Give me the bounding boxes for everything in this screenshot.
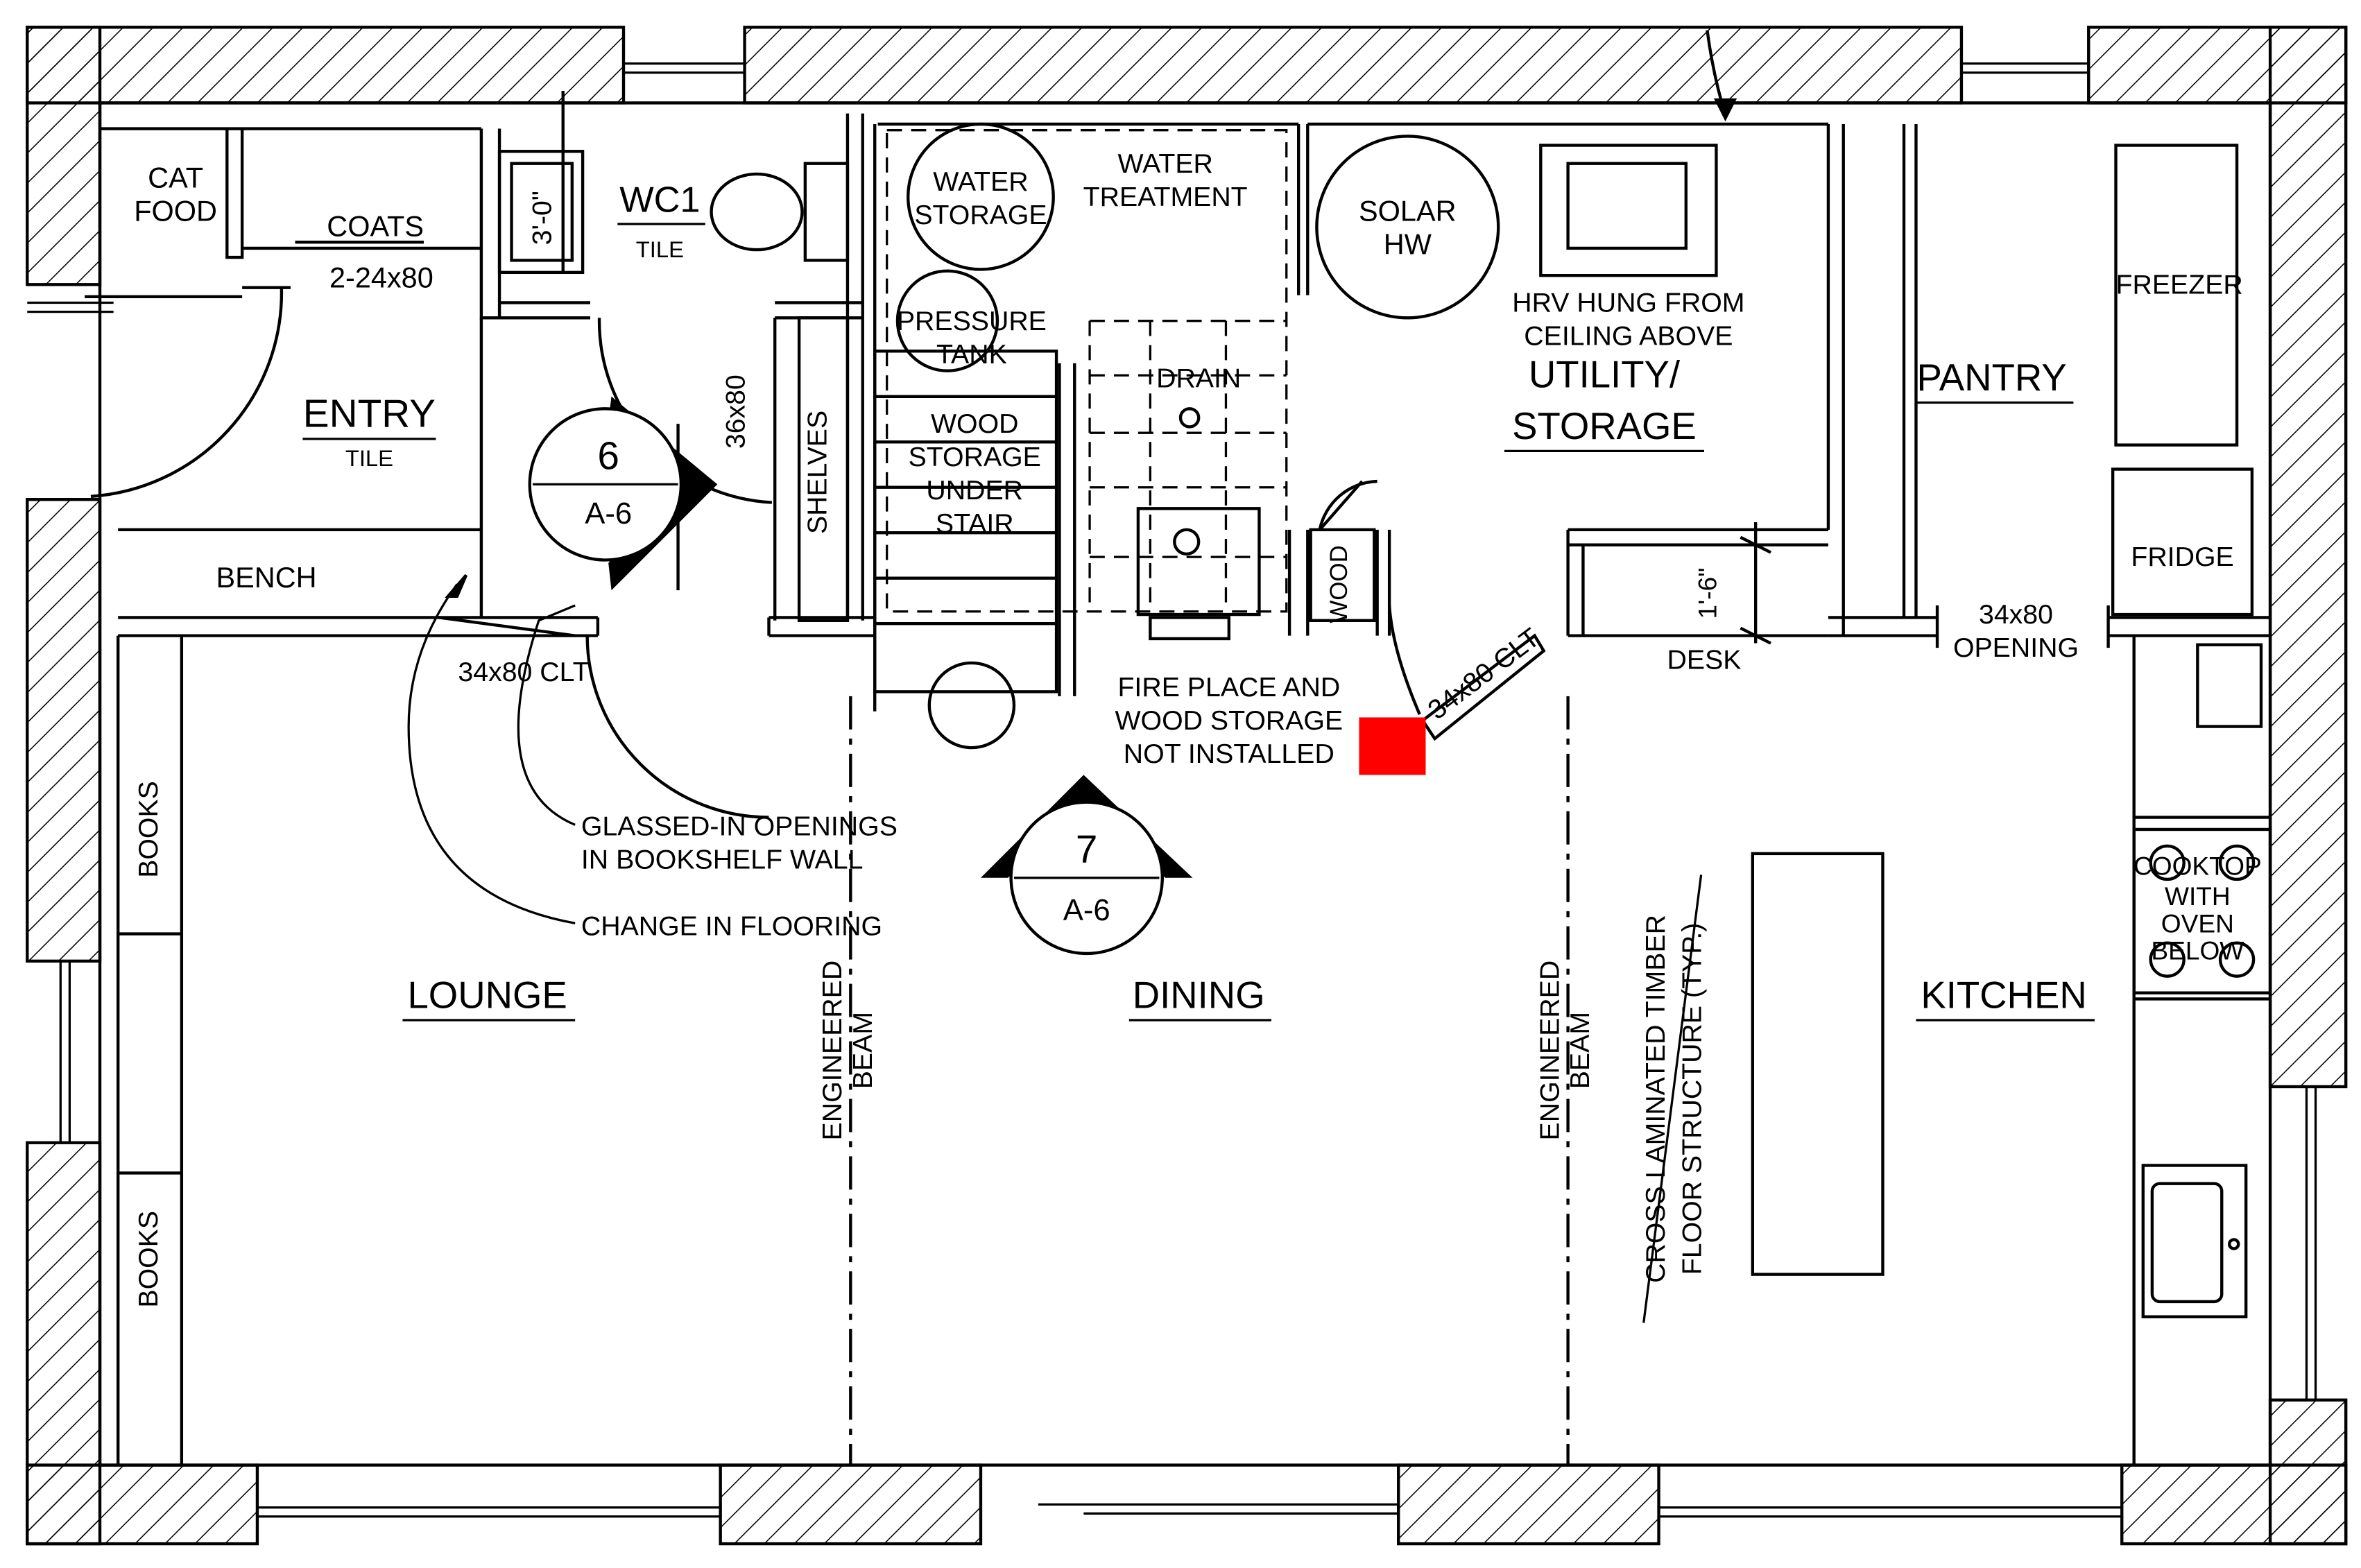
section-number: 7 (1076, 828, 1098, 872)
labels: CAT FOOD COATS 2-24x80 WC1 TILE 3'-0" EN… (133, 148, 2262, 1323)
pressure-tank-label-2: TANK (936, 339, 1007, 370)
solar-hw-label-2: HW (1384, 228, 1432, 261)
exterior-walls (26, 26, 2348, 1546)
section-marker-6[interactable]: 6 A-6 (528, 396, 718, 591)
wood-label: WOOD (1325, 545, 1353, 623)
water-storage-label-2: STORAGE (914, 200, 1047, 230)
entry-floor-label: TILE (345, 445, 393, 471)
section-sheet: A-6 (1063, 893, 1110, 927)
pantry-label: PANTRY (1916, 356, 2066, 399)
entry-label: ENTRY (303, 392, 436, 436)
cat-food-label-1: CAT (148, 162, 203, 194)
beam-lines (849, 696, 1570, 1465)
freezer-label: FREEZER (2116, 269, 2243, 300)
desk-label: DESK (1667, 645, 1742, 675)
water-treatment-label-1: WATER (1117, 148, 1212, 179)
coats-label: COATS (327, 209, 424, 242)
hrv-note-2: CEILING ABOVE (1524, 321, 1733, 352)
wc-floor-label: TILE (636, 236, 684, 262)
desk-dim-label: 1'-6" (1692, 568, 1722, 619)
clt-door-2-label: 34x80 CLT (1423, 622, 1546, 725)
glassed-note-2: IN BOOKSHELF WALL (581, 845, 864, 875)
cat-food-label-2: FOOD (134, 195, 217, 227)
coats-door-label: 2-24x80 (329, 261, 433, 294)
section-marker-7[interactable]: 7 A-6 (980, 775, 1193, 956)
beam-1-label-1: ENGINEERED (817, 960, 848, 1141)
wood-storage-label-2: STORAGE (909, 442, 1041, 472)
wood-storage-label-4: STAIR (936, 508, 1014, 539)
flooring-note: CHANGE IN FLOORING (581, 911, 882, 942)
drain-label: DRAIN (1156, 363, 1241, 394)
fireplace-note-3: NOT INSTALLED (1124, 739, 1334, 769)
cooktop-label-2: WITH (2165, 881, 2231, 911)
wood-storage-label-3: UNDER (926, 475, 1023, 506)
marker-square[interactable] (1359, 717, 1426, 775)
books-1-label: BOOKS (133, 781, 164, 878)
interior-walls (98, 101, 2272, 1467)
pantry-opening-label-2: OPENING (1953, 632, 2079, 663)
fireplace-note-1: FIRE PLACE AND (1117, 672, 1340, 703)
section-number: 6 (597, 435, 619, 479)
cooktop-label-1: COOKTOP (2134, 851, 2262, 880)
wc-label: WC1 (619, 180, 700, 221)
hrv-note-1: HRV HUNG FROM (1512, 288, 1744, 318)
books-2-label: BOOKS (133, 1211, 164, 1308)
beam-1-label-2: BEAM (848, 1012, 878, 1089)
door-36x80-label: 36x80 (721, 374, 751, 449)
fridge-label: FRIDGE (2131, 542, 2233, 572)
dining-label: DINING (1133, 974, 1265, 1016)
beam-2-label-2: BEAM (1565, 1012, 1595, 1089)
utility-label-1: UTILITY/ (1529, 354, 1681, 396)
beam-2-label-1: ENGINEERED (1535, 960, 1565, 1141)
clt-note-2: FLOOR STRUCTURE (TYP.) (1677, 923, 1708, 1275)
shelves-label: SHELVES (802, 411, 832, 534)
bench-label: BENCH (216, 561, 316, 594)
fireplace-note-2: WOOD STORAGE (1115, 705, 1343, 736)
water-storage-label-1: WATER (933, 166, 1028, 197)
solar-hw-label-1: SOLAR (1359, 195, 1457, 227)
clt-door-1-label: 34x80 CLT (458, 657, 589, 687)
section-sheet: A-6 (585, 497, 632, 531)
kitchen-label: KITCHEN (1921, 974, 2086, 1016)
pantry-opening-label-1: 34x80 (1979, 599, 2053, 630)
water-treatment-label-2: TREATMENT (1083, 182, 1248, 212)
glassed-note-1: GLASSED-IN OPENINGS (581, 811, 898, 842)
utility-label-2: STORAGE (1512, 405, 1697, 447)
lounge-label: LOUNGE (407, 974, 567, 1016)
cooktop-label-3: OVEN (2161, 908, 2234, 938)
wood-storage-label-1: WOOD (931, 408, 1019, 439)
wc-dim-label: 3'-0" (526, 191, 557, 245)
cooktop-label-4: BELOW (2151, 936, 2244, 965)
pressure-tank-label-1: PRESSURE (897, 306, 1047, 336)
